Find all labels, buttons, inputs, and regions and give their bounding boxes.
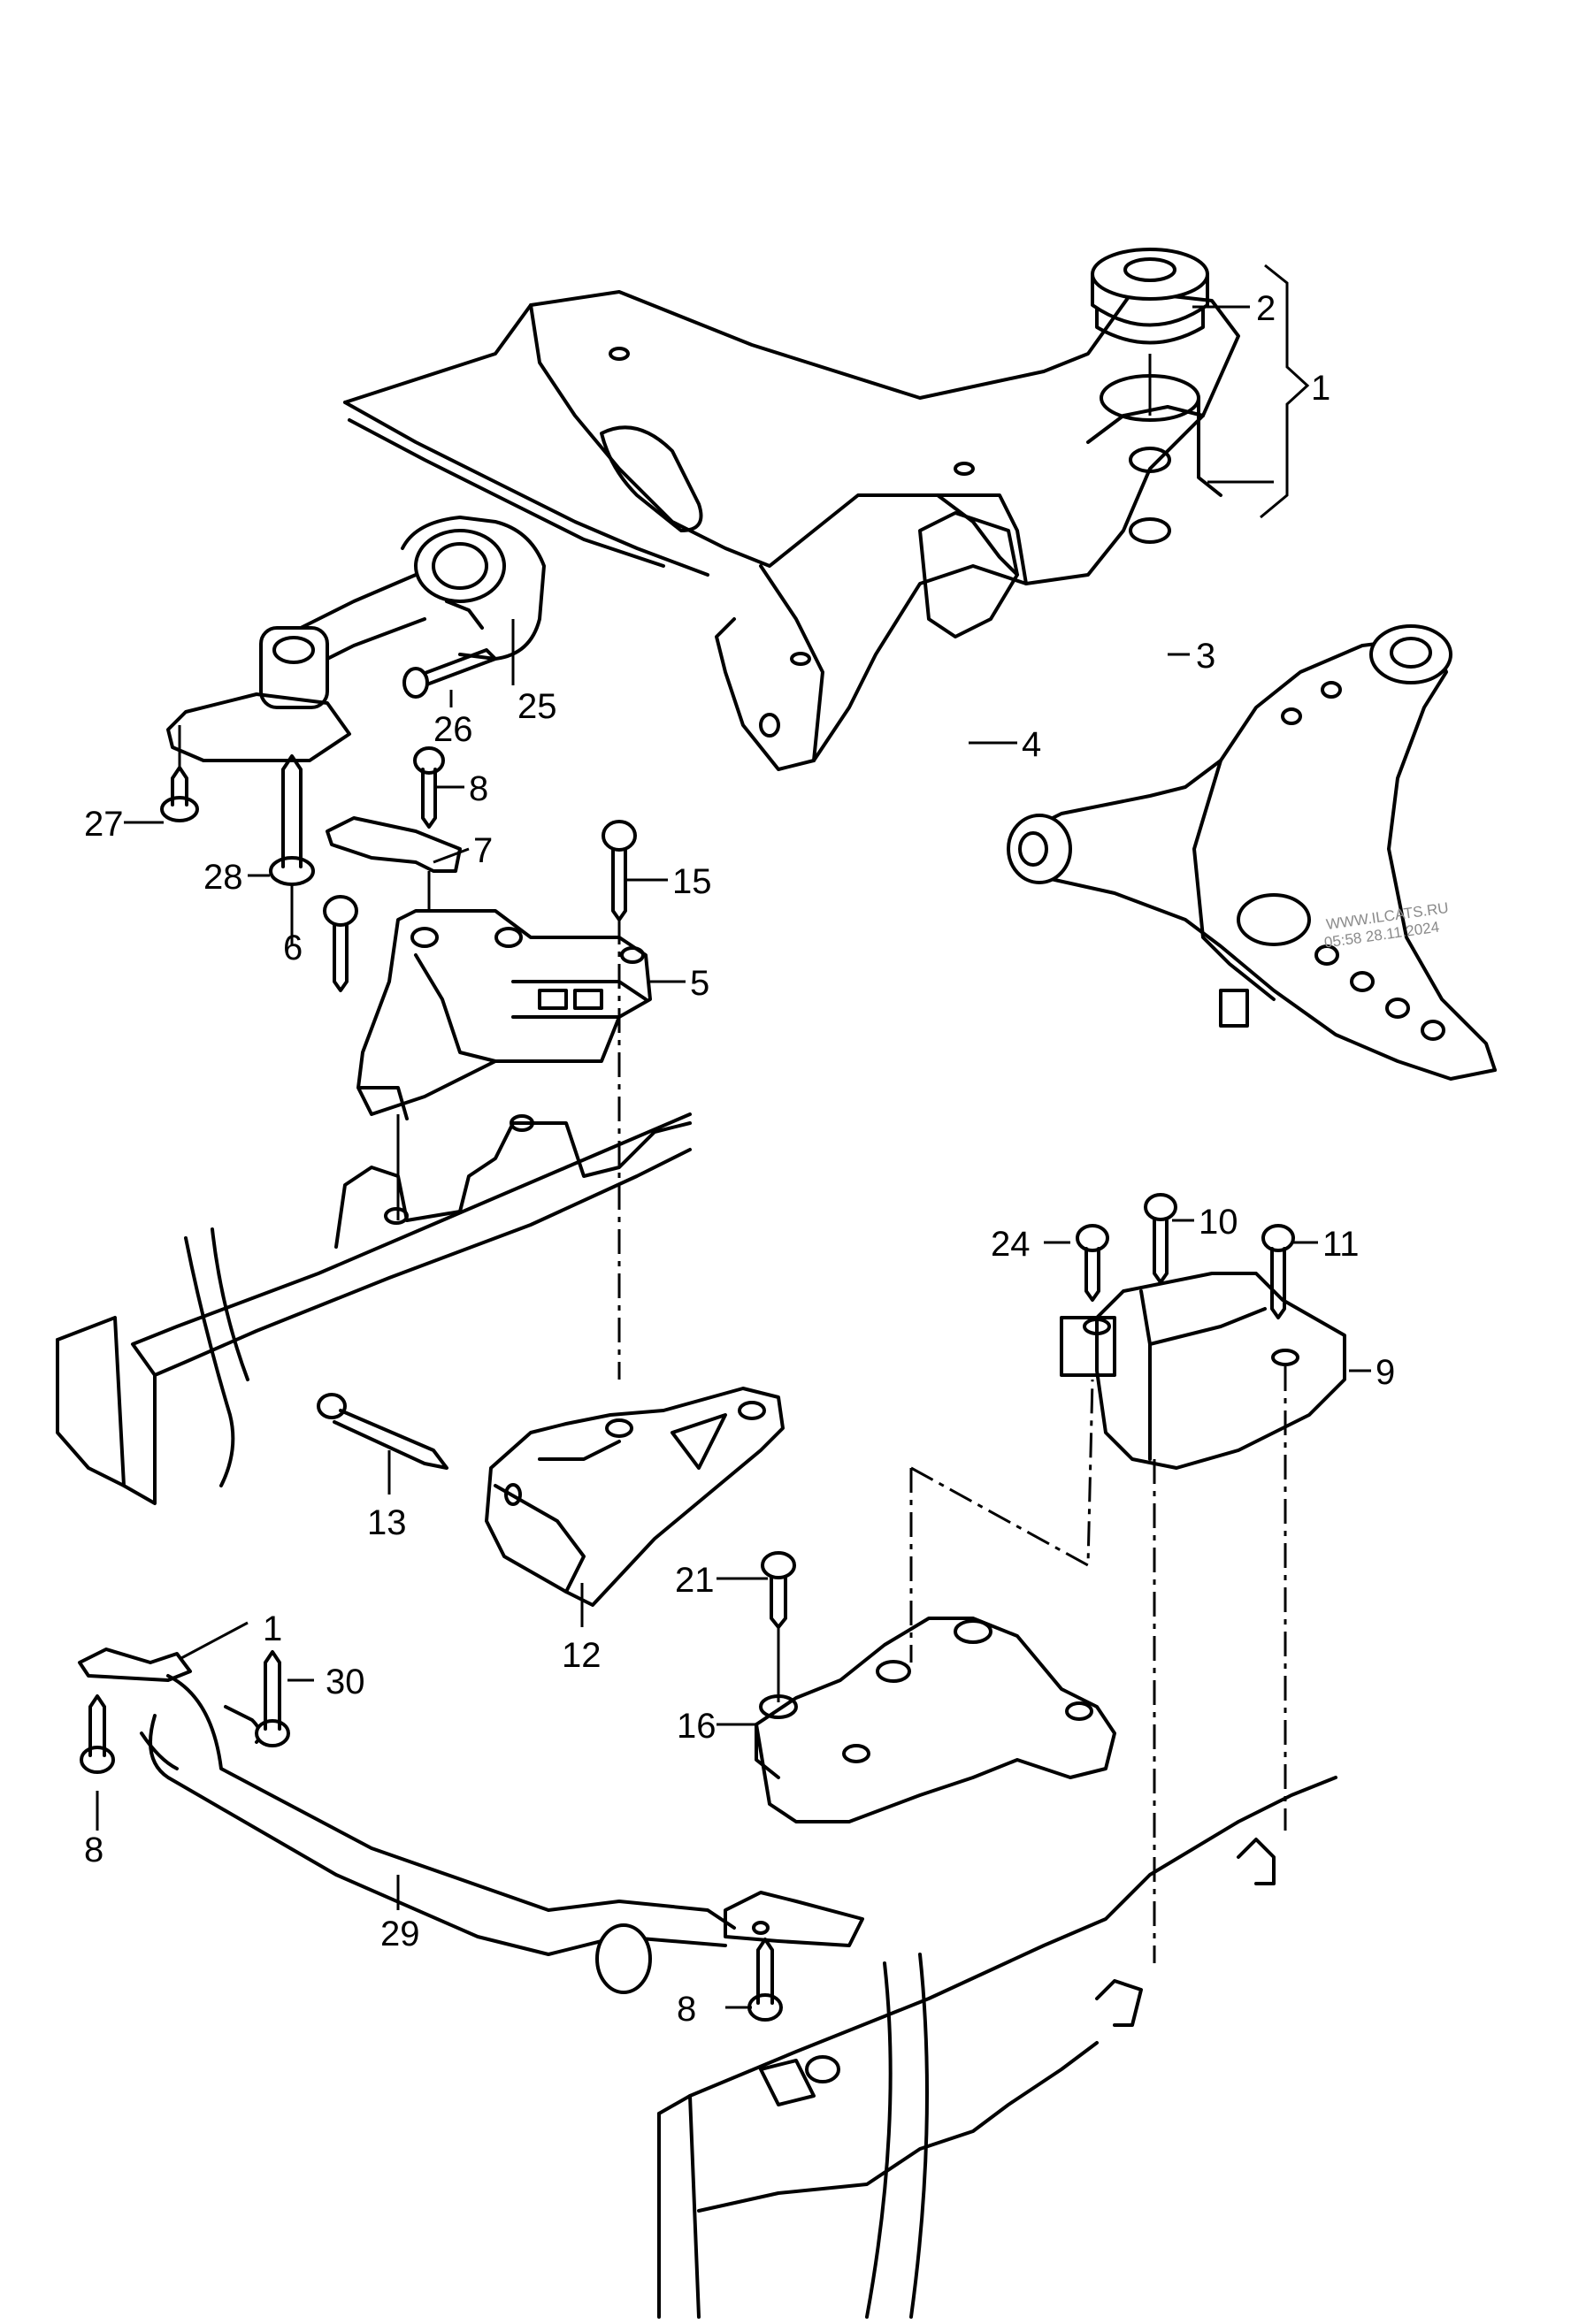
callout-1[interactable]: 1 xyxy=(1311,369,1330,408)
bracket-7 xyxy=(326,816,462,873)
callout-16[interactable]: 16 xyxy=(677,1707,717,1746)
callout-11[interactable]: 11 xyxy=(1322,1225,1360,1264)
callout-15[interactable]: 15 xyxy=(672,862,712,901)
callout-4[interactable]: 4 xyxy=(1022,725,1041,764)
wishbone xyxy=(1007,624,1497,1081)
mount-bracket-12 xyxy=(485,1387,785,1607)
group-bracket xyxy=(1260,264,1310,519)
callout-8[interactable]: 8 xyxy=(469,769,488,808)
assembly-lines xyxy=(290,871,1287,1963)
frame-rail-left xyxy=(56,1112,692,1505)
subframe-bushing xyxy=(1091,248,1222,497)
callout-24[interactable]: 24 xyxy=(991,1225,1031,1264)
callout-13[interactable]: 13 xyxy=(367,1503,407,1542)
callout-12[interactable]: 12 xyxy=(562,1636,602,1675)
callouts: 1 2 3 4 5 6 7 8 9 10 11 12 13 15 16 21 2… xyxy=(84,289,1395,2029)
callout-8-left[interactable]: 8 xyxy=(84,1831,103,1869)
bolt-13 xyxy=(317,1393,448,1470)
callout-9[interactable]: 9 xyxy=(1376,1353,1395,1392)
frame-rail-right xyxy=(657,1776,1337,2319)
callout-26[interactable]: 26 xyxy=(433,710,473,749)
callout-30[interactable]: 30 xyxy=(326,1663,365,1701)
subframe xyxy=(343,290,1240,771)
callout-8-bottom[interactable]: 8 xyxy=(677,1990,696,2029)
callout-25[interactable]: 25 xyxy=(517,687,557,726)
bolts-right xyxy=(1076,1193,1295,1319)
callout-7[interactable]: 7 xyxy=(473,831,493,870)
watermark: WWW.ILCATS.RU 05:58 28.11.2024 xyxy=(1323,899,1450,952)
leader-lines xyxy=(96,305,1371,2009)
bolts-bottom xyxy=(80,1650,783,2022)
callout-21[interactable]: 21 xyxy=(675,1561,715,1600)
callout-27[interactable]: 27 xyxy=(84,805,124,844)
callout-2[interactable]: 2 xyxy=(1256,289,1276,328)
bolt-21 xyxy=(761,1551,796,1702)
crossmember-29 xyxy=(78,1647,864,1994)
callout-3[interactable]: 3 xyxy=(1196,637,1215,676)
callout-1-lower[interactable]: 1 xyxy=(263,1609,282,1648)
engine-mount xyxy=(356,909,652,1120)
callout-6[interactable]: 6 xyxy=(283,929,303,967)
gearbox-mount xyxy=(1060,1272,1346,1470)
callout-28[interactable]: 28 xyxy=(203,858,243,897)
callout-5[interactable]: 5 xyxy=(690,964,709,1003)
mount-16 xyxy=(755,1617,1116,1823)
bolt-26 xyxy=(402,648,497,699)
callout-10[interactable]: 10 xyxy=(1199,1203,1238,1242)
torque-rod xyxy=(166,516,546,762)
callout-29[interactable]: 29 xyxy=(380,1915,420,1953)
